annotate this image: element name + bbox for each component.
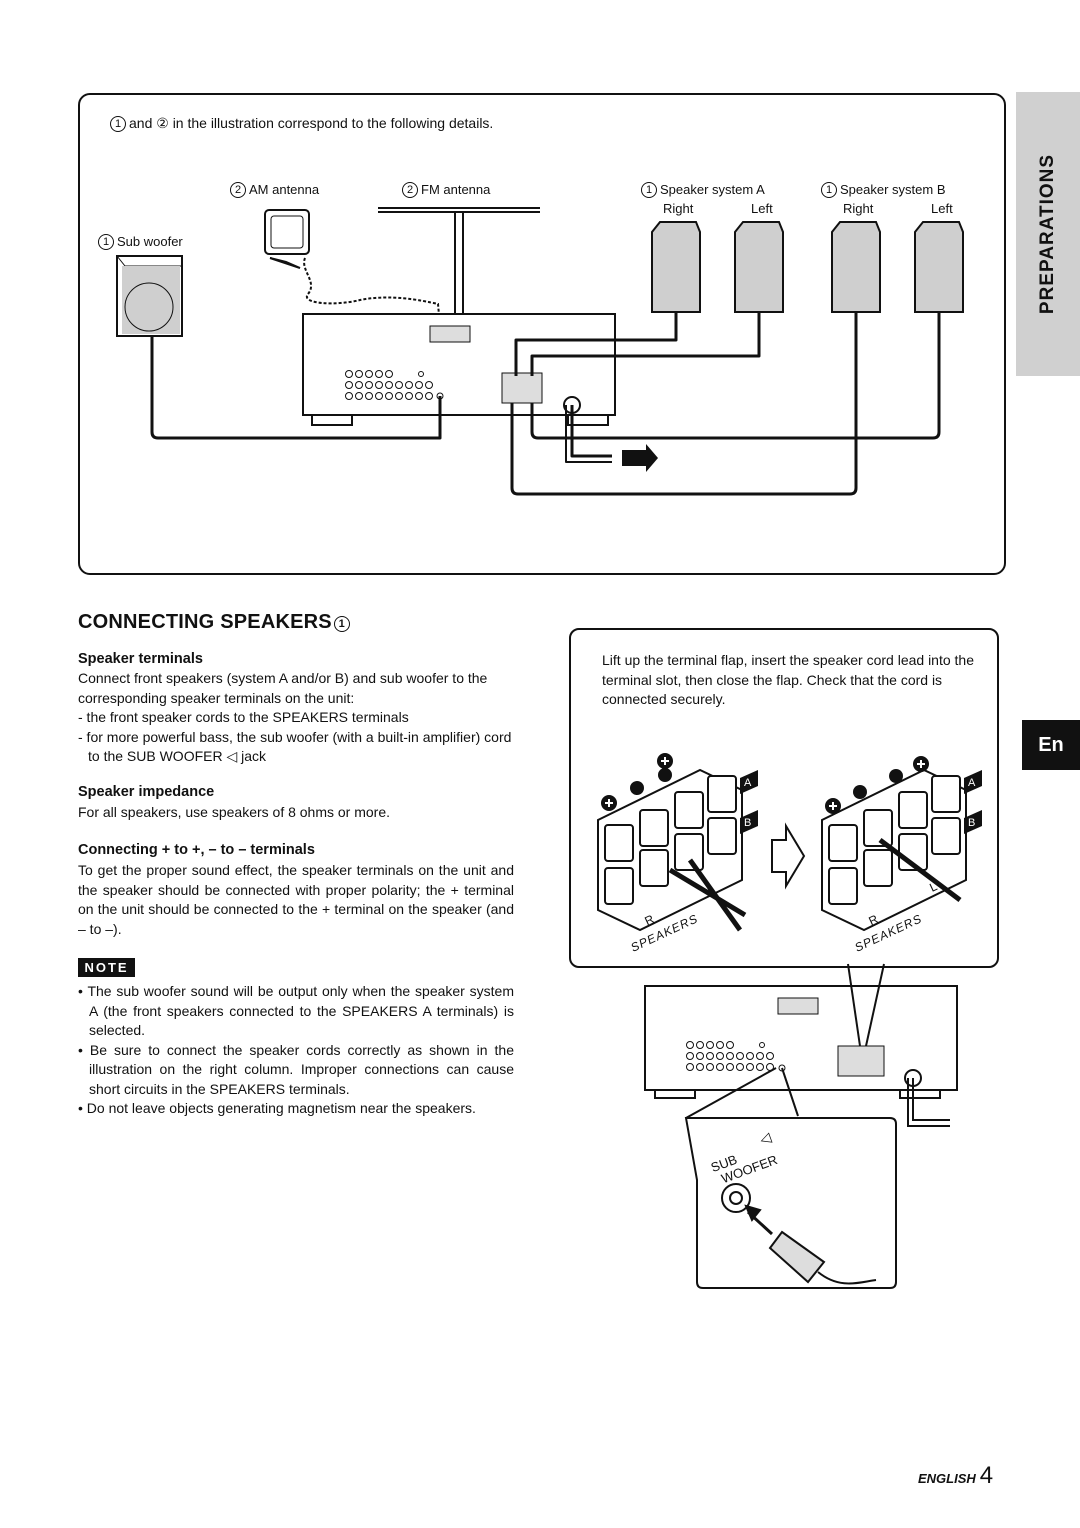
connection-diagram (116, 207, 964, 496)
receiver-rear-drawing (302, 313, 616, 426)
speaker-boxes (651, 221, 964, 313)
list-item: • The sub woofer sound will be output on… (78, 983, 514, 1038)
speaker-terminals-heading: Speaker terminals (78, 651, 203, 667)
fm-antenna-drawing (378, 207, 540, 326)
list-item: • Be sure to connect the speaker cords c… (78, 1041, 514, 1097)
terminal-block-after (821, 768, 967, 932)
terminal-b-label-1: B (744, 817, 752, 829)
speaker-b-right-label: Right (843, 201, 874, 216)
am-antenna-drawing (264, 209, 441, 327)
section-side-tab (1016, 92, 1080, 376)
list-item: - the front speaker cords to the SPEAKER… (78, 709, 409, 725)
list-item: - for more powerful bass, the sub woofer… (78, 728, 512, 765)
sub-woofer-jack-callout (684, 1117, 897, 1289)
terminal-block-before (597, 768, 747, 932)
speaker-b-left-label: Left (931, 201, 953, 216)
speaker-a-right-label: Right (663, 201, 694, 216)
page-number: 4 (979, 1462, 994, 1489)
terminal-instructions: Lift up the terminal flap, insert the sp… (602, 652, 974, 707)
sub-woofer-drawing (116, 255, 183, 337)
polarity-heading: Connecting + to +, – to – terminals (78, 842, 315, 858)
terminal-a-label-1: A (744, 777, 752, 789)
rca-jacks-lower (686, 1041, 786, 1072)
list-item: • Do not leave objects generating magnet… (78, 1100, 476, 1116)
speaker-terminals-body: Connect front speakers (system A and/or … (78, 669, 514, 767)
speaker-impedance-body: For all speakers, use speakers of 8 ohms… (78, 804, 391, 820)
note-badge: NOTE (78, 958, 135, 977)
receiver-rear-lower (644, 985, 958, 1099)
terminal-instructions-frame (569, 628, 999, 968)
note-list: • The sub woofer sound will be output on… (78, 982, 514, 1119)
rca-jacks (345, 370, 444, 400)
language-tab: En (1022, 720, 1080, 770)
footer-language: ENGLISH (918, 1471, 976, 1486)
speaker-impedance-heading: Speaker impedance (78, 784, 215, 800)
polarity-body: To get the proper sound effect, the spea… (78, 862, 514, 937)
next-step-arrow-icon (771, 822, 806, 890)
connection-diagram-frame (78, 93, 1006, 575)
rca-plug-drawing (721, 1183, 877, 1285)
terminal-b-label-2: B (968, 817, 976, 829)
terminal-a-label-2: A (968, 777, 976, 789)
speaker-a-left-label: Left (751, 201, 773, 216)
arrow-icon (622, 444, 658, 472)
speaker-cables (150, 312, 941, 496)
